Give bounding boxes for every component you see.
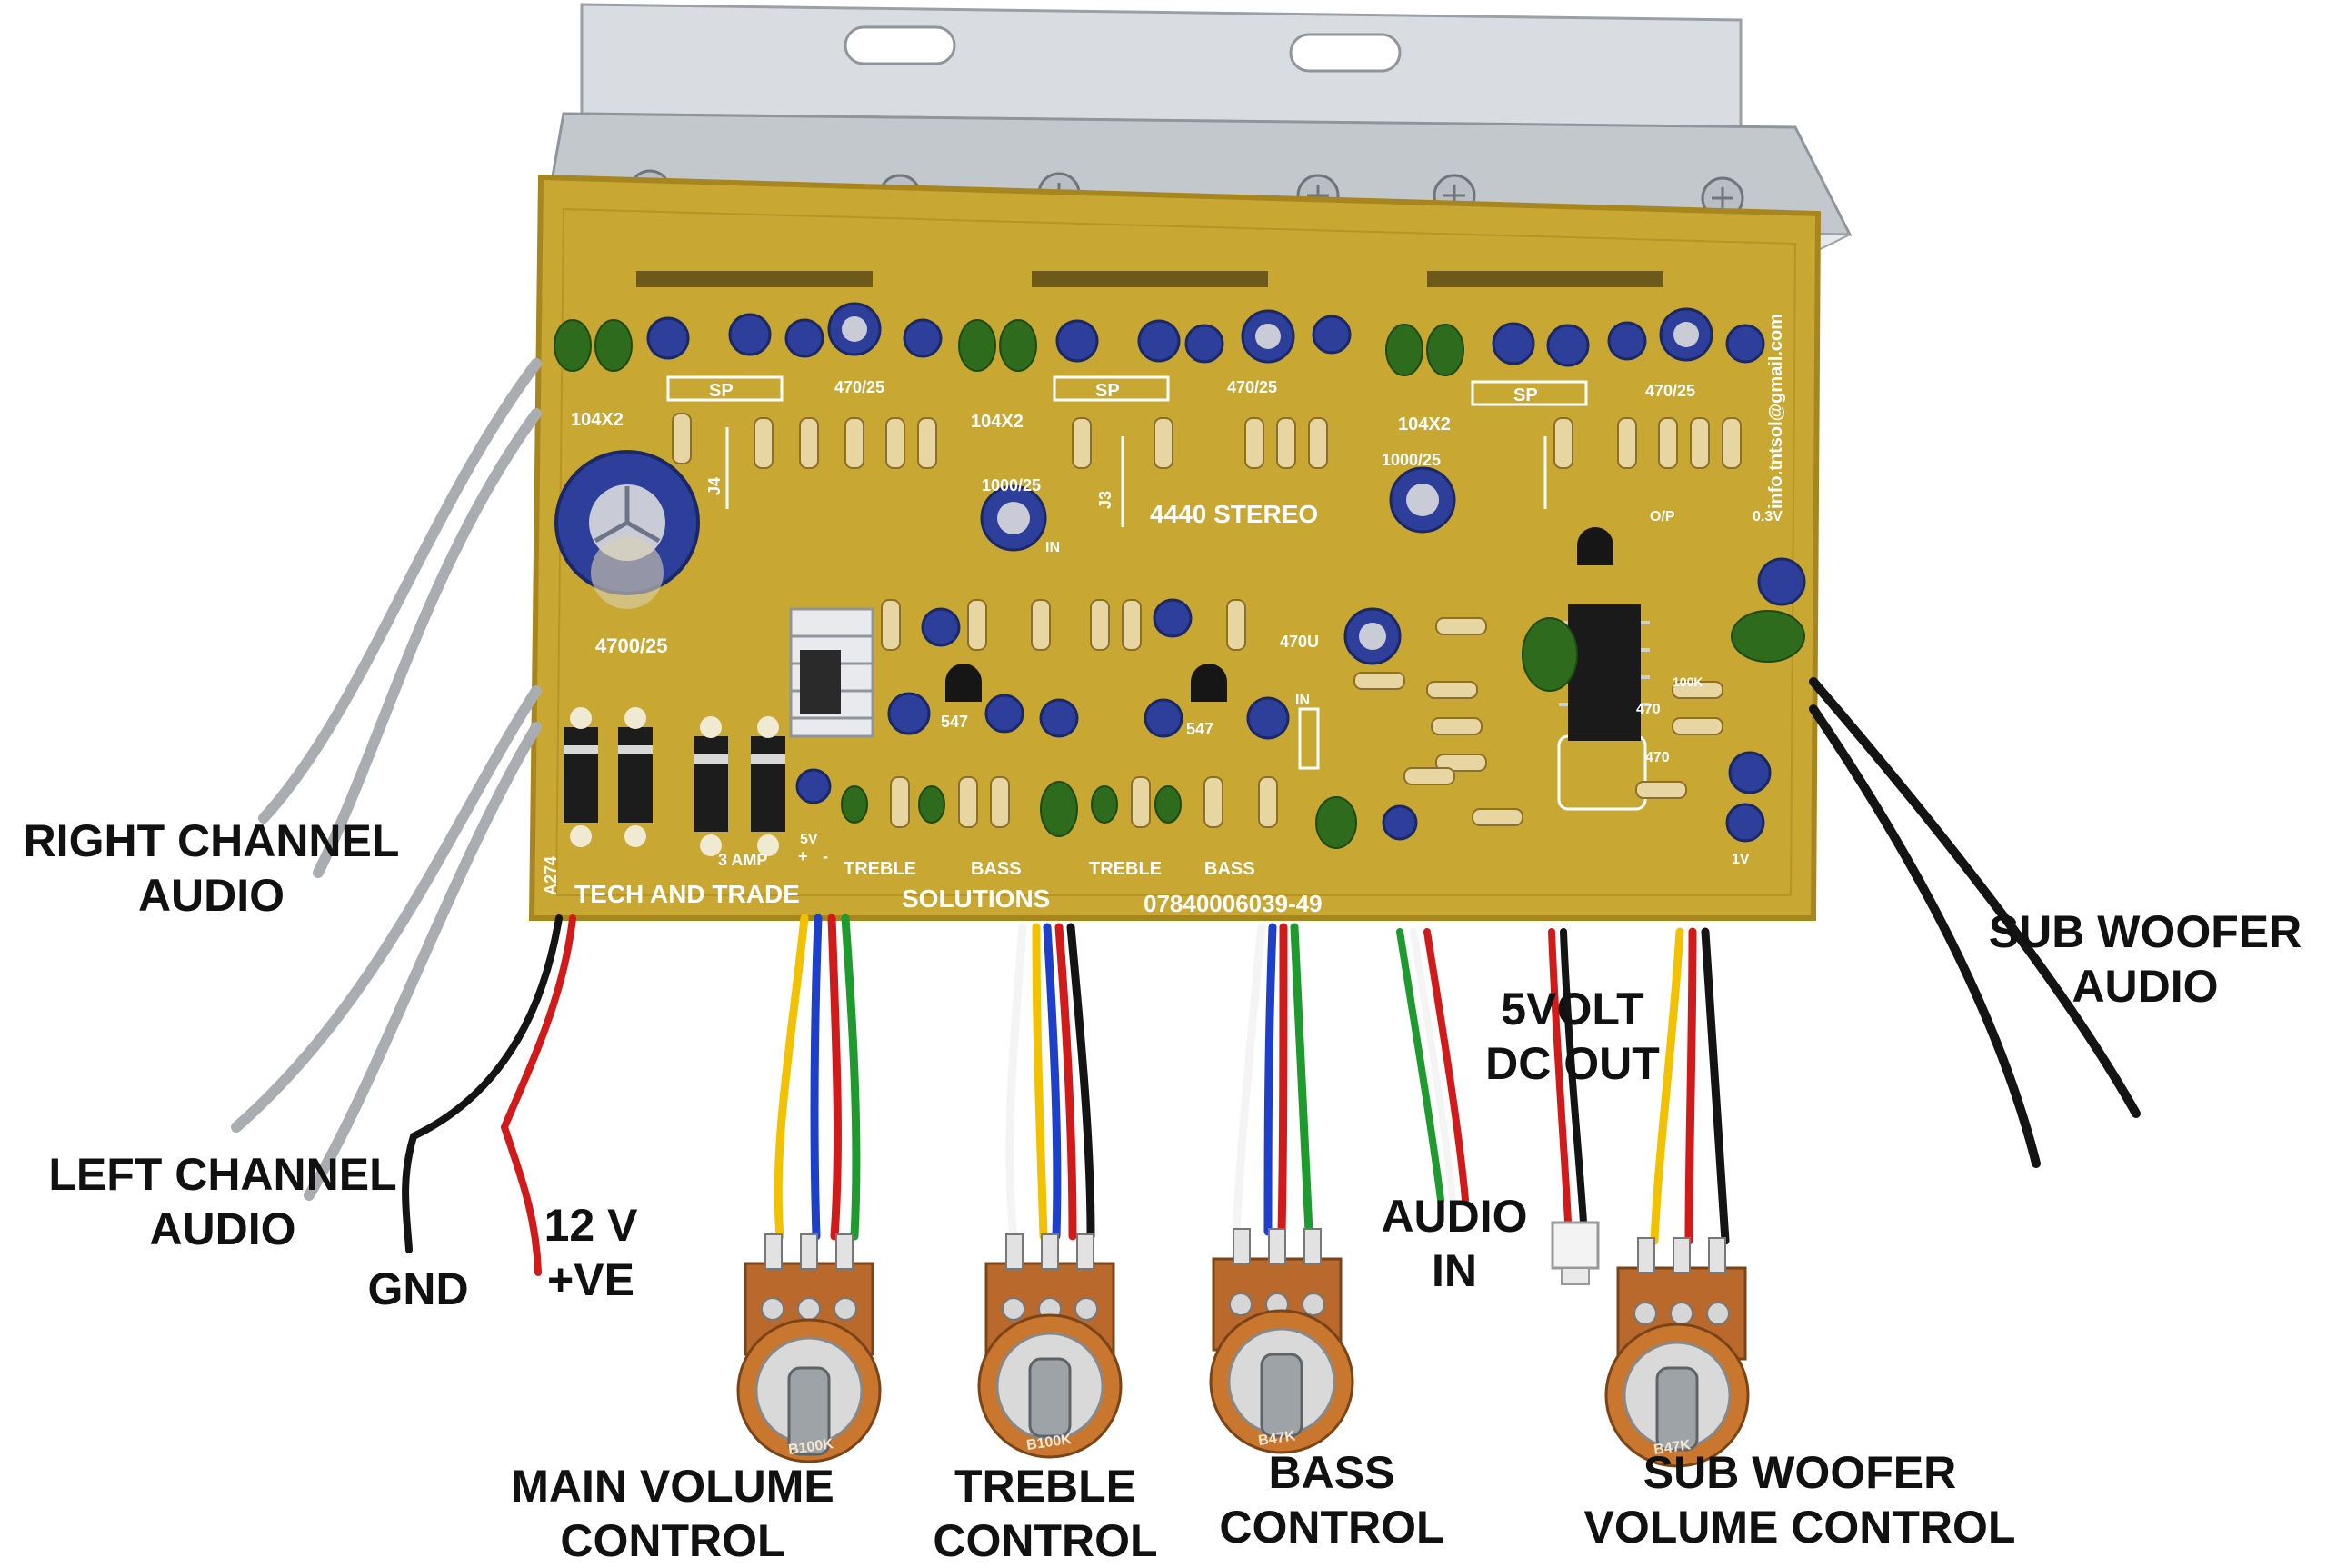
regulator-heatsink (789, 607, 874, 738)
silkscreen-text: TECH AND TRADE SOLUTIONS 07840006039-49 … (542, 314, 1786, 917)
silk-3amp: 3 AMP (718, 851, 767, 869)
silk-cap-label-4: 470/25 (834, 378, 884, 396)
silk-cap-label-3: 104X2 (1398, 414, 1451, 434)
left-channel-cable (231, 685, 542, 1133)
callout-audio-in: AUDIO IN (1381, 1191, 1528, 1296)
bass-pot (1209, 1228, 1354, 1454)
ic-chip (1559, 604, 1650, 741)
silk-cap-label-8: 1000/25 (1382, 451, 1441, 469)
silk-bass-1: BASS (971, 859, 1022, 879)
main-filter-capacitor (554, 450, 700, 609)
silk-1v: 1V (1732, 852, 1750, 867)
silk-company-2: SOLUTIONS (902, 884, 1050, 913)
right-channel-cable (258, 358, 542, 824)
silk-in-2: IN (1295, 693, 1310, 708)
silk-100k: 100K (1673, 674, 1703, 689)
silk-sp-1: SP (709, 381, 734, 401)
five-volt-wires (1548, 928, 1572, 1226)
capacitor-tops (842, 316, 1699, 650)
silk-bass-2: BASS (1204, 859, 1255, 879)
resistors (672, 413, 1742, 828)
callout-12v: 12 V +VE (544, 1200, 638, 1305)
silk-j4: J4 (705, 477, 724, 495)
positive-wire (500, 914, 576, 1276)
callout-5volt-dc-out: 5VOLT DC OUT (1485, 984, 1660, 1089)
ceramic-capacitors (554, 319, 1805, 849)
silk-cap-label-5: 470/25 (1227, 378, 1277, 396)
gnd-wire (402, 914, 563, 1253)
silk-547-1: 547 (941, 713, 968, 731)
silk-cap-label-2: 104X2 (971, 412, 1024, 432)
callout-treble-control: TREBLE CONTROL (933, 1461, 1158, 1566)
five-volt-connector (1551, 1221, 1600, 1285)
silk-cap-label-9: 470U (1280, 633, 1319, 651)
pot-value-main: B100K (787, 1436, 834, 1458)
silk-sp-3: SP (1513, 385, 1538, 405)
diodes (564, 707, 785, 856)
silk-cap-label-7: 1000/25 (982, 476, 1041, 494)
silk-plus: + (798, 847, 808, 865)
silk-a274: A274 (542, 856, 560, 895)
silk-03v: 0.3V (1753, 509, 1783, 524)
silk-5v: 5V (800, 832, 818, 847)
in-connector (1298, 707, 1320, 770)
potentiometers: B100K B100K B47K B47K (736, 1228, 1750, 1468)
silk-470-2: 470 (1645, 750, 1670, 765)
pot-value-sub: B47K (1653, 1437, 1692, 1458)
silk-treble-2: TREBLE (1089, 859, 1162, 879)
silk-cap-label-6: 470/25 (1645, 382, 1695, 400)
wires (231, 358, 2141, 1276)
pcb-board: TECH AND TRADE SOLUTIONS 07840006039-49 … (528, 174, 1822, 921)
silk-phone: 07840006039-49 (1144, 890, 1323, 917)
silk-op: O/P (1650, 509, 1675, 524)
silk-j3: J3 (1096, 491, 1114, 509)
silk-cap-label-1: 104X2 (571, 410, 624, 430)
silk-treble-1: TREBLE (844, 859, 916, 879)
callout-main-volume: MAIN VOLUME CONTROL (511, 1461, 834, 1566)
silk-in-1: IN (1045, 540, 1060, 555)
audio-in-wires (1396, 928, 1444, 1203)
callout-sub-woofer-volume-control: SUB WOOFER VOLUME CONTROL (1583, 1447, 2016, 1553)
sub-woofer-volume-pot (1604, 1237, 1750, 1468)
treble-pot (977, 1233, 1123, 1459)
transistors (945, 527, 1613, 702)
pot-value-bass: B47K (1257, 1428, 1296, 1449)
silk-minus: - (823, 847, 828, 865)
silk-547-2: 547 (1186, 720, 1213, 738)
silk-cap-main: 4700/25 (595, 634, 668, 657)
callout-right-channel-audio: RIGHT CHANNEL AUDIO (23, 815, 400, 921)
sub-woofer-audio-cable (1809, 704, 2041, 1168)
silk-email: info.tntsol@gmail.com (1766, 314, 1786, 509)
silk-company: TECH AND TRADE (574, 880, 800, 908)
callout-left-channel-audio: LEFT CHANNEL AUDIO (48, 1149, 397, 1254)
silkscreen-outlines (666, 375, 1647, 811)
callout-sub-woofer-audio: SUB WOOFER AUDIO (1988, 906, 2302, 1012)
callout-bass-control: BASS CONTROL (1219, 1447, 1444, 1553)
main-volume-pot (736, 1233, 882, 1463)
silk-470-1: 470 (1636, 702, 1661, 717)
callout-gnd: GND (367, 1263, 469, 1314)
silk-model: 4440 STEREO (1150, 500, 1318, 528)
silk-sp-2: SP (1095, 381, 1120, 401)
ic-headers (636, 271, 1663, 287)
pot-value-treble: B100K (1025, 1432, 1073, 1453)
